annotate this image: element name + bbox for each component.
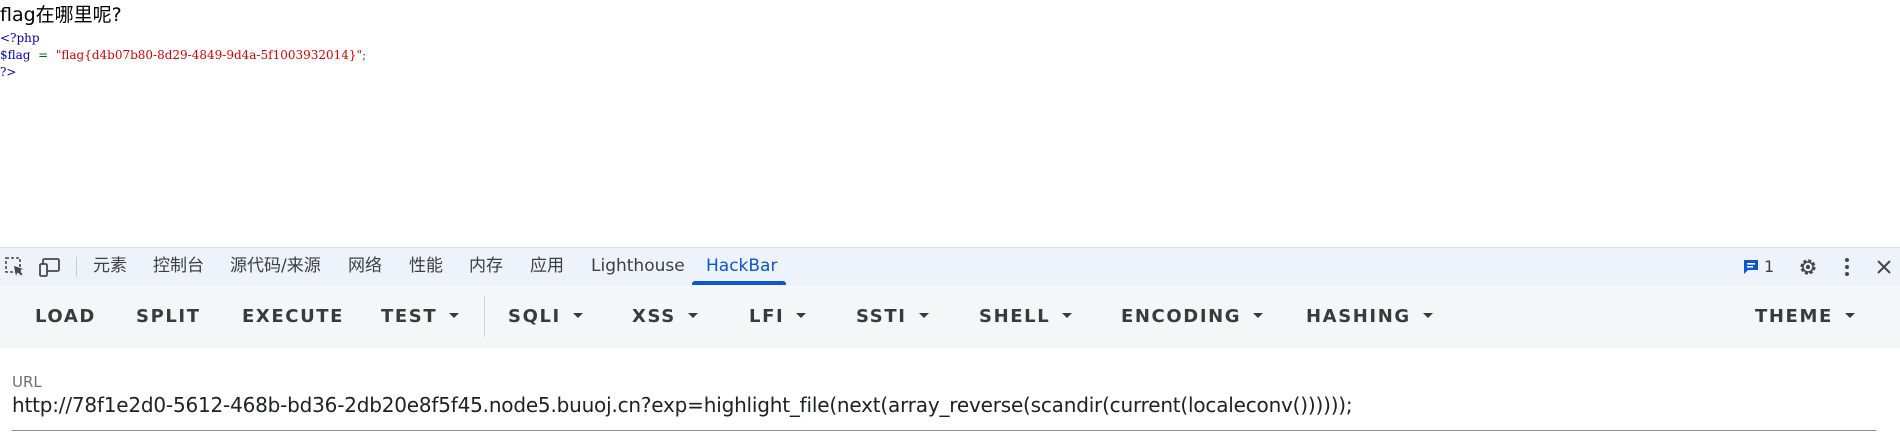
issues-counter[interactable]: 1 [1742, 248, 1774, 285]
theme-menu-label: THEME [1755, 306, 1833, 327]
issues-icon [1744, 259, 1758, 274]
tab-lighthouse[interactable]: Lighthouse [591, 256, 685, 276]
issues-count: 1 [1764, 257, 1775, 276]
menu-separator [484, 296, 485, 337]
php-close-tag: ?> [0, 65, 17, 79]
load-button[interactable]: LOAD [35, 285, 96, 348]
chevron-down-icon [1253, 312, 1264, 318]
chevron-down-icon [572, 312, 583, 318]
devtools-toolbar: 元素 控制台 源代码/来源 网络 性能 内存 应用 Lighthouse Hac… [0, 247, 1900, 285]
load-button-label: LOAD [35, 306, 96, 327]
tab-memory[interactable]: 内存 [469, 256, 503, 276]
split-button[interactable]: SPLIT [136, 285, 201, 348]
active-tab-indicator [692, 281, 786, 285]
split-button-label: SPLIT [136, 306, 201, 327]
execute-button-label: EXECUTE [242, 306, 345, 327]
ssti-menu-button[interactable]: SSTI [856, 285, 929, 348]
lfi-menu-label: LFI [749, 306, 785, 327]
more-vertical-icon[interactable] [1832, 248, 1862, 285]
toolbar-divider [76, 257, 77, 277]
chevron-down-icon [687, 312, 698, 318]
theme-menu-button[interactable]: THEME [1755, 285, 1855, 348]
inspect-element-icon[interactable] [0, 248, 30, 285]
php-operator: = [38, 48, 49, 62]
php-variable: $flag [0, 48, 31, 62]
shell-menu-button[interactable]: SHELL [979, 285, 1073, 348]
xss-menu-label: XSS [632, 306, 676, 327]
chevron-down-icon [1844, 312, 1855, 318]
url-input-underline [12, 430, 1876, 431]
hashing-menu-label: HASHING [1306, 306, 1411, 327]
xss-menu-button[interactable]: XSS [632, 285, 698, 348]
chevron-down-icon [449, 312, 460, 318]
tab-network[interactable]: 网络 [348, 256, 382, 276]
close-icon[interactable] [1869, 248, 1899, 285]
tab-console[interactable]: 控制台 [153, 256, 204, 276]
tab-hackbar[interactable]: HackBar [706, 256, 778, 276]
php-semicolon: ; [362, 48, 367, 62]
tab-performance[interactable]: 性能 [409, 256, 443, 276]
page-content: flag在哪里呢? <?php $flag = "flag{d4b07b80-8… [0, 4, 367, 81]
chevron-down-icon [1062, 312, 1073, 318]
php-open-tag: <?php [0, 31, 40, 45]
test-menu-label: TEST [381, 306, 438, 327]
sqli-menu-label: SQLI [508, 306, 561, 327]
execute-button[interactable]: EXECUTE [242, 285, 344, 348]
encoding-menu-label: ENCODING [1121, 306, 1242, 327]
settings-gear-icon[interactable] [1793, 248, 1823, 285]
url-input[interactable]: http://78f1e2d0-5612-468b-bd36-2db20e8f5… [12, 393, 1353, 417]
ssti-menu-label: SSTI [856, 306, 907, 327]
device-toggle-icon[interactable] [36, 248, 66, 285]
chevron-down-icon [796, 312, 807, 318]
url-label: URL [12, 373, 42, 391]
lfi-menu-button[interactable]: LFI [749, 285, 807, 348]
shell-menu-label: SHELL [979, 306, 1051, 327]
test-menu-button[interactable]: TEST [381, 285, 460, 348]
encoding-menu-button[interactable]: ENCODING [1121, 285, 1264, 348]
hashing-menu-button[interactable]: HASHING [1306, 285, 1433, 348]
php-flag-string: "flag{d4b07b80-8d29-4849-9d4a-5f10039320… [55, 48, 363, 62]
page-heading: flag在哪里呢? [0, 4, 122, 26]
hackbar-menu: LOAD SPLIT EXECUTE TEST SQLI XSS LFI SST… [0, 285, 1900, 348]
chevron-down-icon [918, 312, 929, 318]
tab-sources[interactable]: 源代码/来源 [230, 256, 321, 276]
php-source-code: <?php $flag = "flag{d4b07b80-8d29-4849-9… [0, 30, 366, 81]
url-field: URL http://78f1e2d0-5612-468b-bd36-2db20… [0, 348, 1900, 435]
tab-elements[interactable]: 元素 [93, 256, 127, 276]
chevron-down-icon [1422, 312, 1433, 318]
sqli-menu-button[interactable]: SQLI [508, 285, 583, 348]
tab-application[interactable]: 应用 [530, 256, 564, 276]
